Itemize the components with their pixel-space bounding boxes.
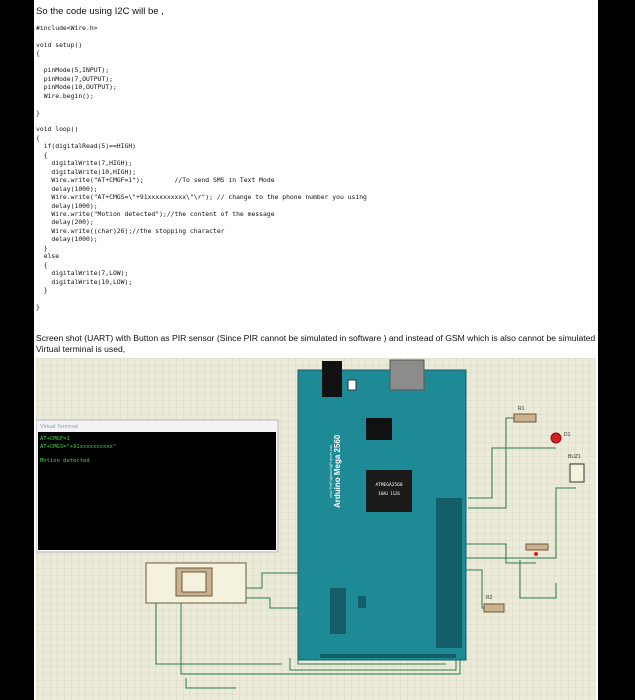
r1-label: R1	[518, 406, 525, 412]
chip-label: ATMEGA2560	[375, 482, 402, 488]
terminal-line: AT+CMGF=1	[40, 436, 70, 442]
r2-label: R2	[486, 595, 493, 601]
buzzer-label: BUZ1	[568, 454, 581, 460]
screenshot-caption: Screen shot (UART) with Button as PIR se…	[36, 333, 596, 354]
buzzer-buz1: BUZ1	[568, 454, 585, 483]
virtual-terminal-window: Virtual Terminal AT+CMGF=1 AT+CMGS="+91x…	[36, 419, 279, 553]
proteus-simulation-screenshot: ATMEGA2560 16AU 1126 Arduino Mega 2560 w…	[36, 358, 596, 700]
d1-label: D1	[564, 432, 571, 438]
atmega-chip	[366, 470, 412, 512]
board-name: Arduino Mega 2560	[333, 434, 342, 508]
arduino-mega-board: ATMEGA2560 16AU 1126 Arduino Mega 2560 w…	[297, 359, 467, 661]
virtual-terminal-component	[145, 562, 247, 604]
led-d1: D1	[550, 432, 571, 444]
resistor-r2: R2	[483, 595, 505, 613]
intro-text: So the code using I2C will be ,	[36, 6, 164, 17]
pushbutton-sensor	[525, 543, 549, 556]
reset-button	[347, 379, 357, 391]
code-block: #include<Wire.h> void setup() { pinMode(…	[36, 24, 367, 311]
power-jack	[322, 361, 342, 397]
document-page: So the code using I2C will be , #include…	[34, 0, 598, 700]
terminal-title: Virtual Terminal	[40, 424, 78, 430]
header-chip	[366, 418, 392, 440]
usb-port	[389, 359, 425, 391]
terminal-line: AT+CMGS="+91xxxxxxxxxx"	[40, 444, 116, 450]
analog-pin-header	[330, 588, 346, 634]
terminal-line: Motion detected	[40, 458, 90, 464]
board-url: www.TheEngineeringProjects.com	[329, 445, 333, 498]
chip-sub-label: 16AU 1126	[378, 491, 400, 496]
terminal-screen	[38, 432, 276, 550]
digital-pin-header	[436, 498, 462, 648]
resistor-r1: R1	[513, 406, 537, 423]
